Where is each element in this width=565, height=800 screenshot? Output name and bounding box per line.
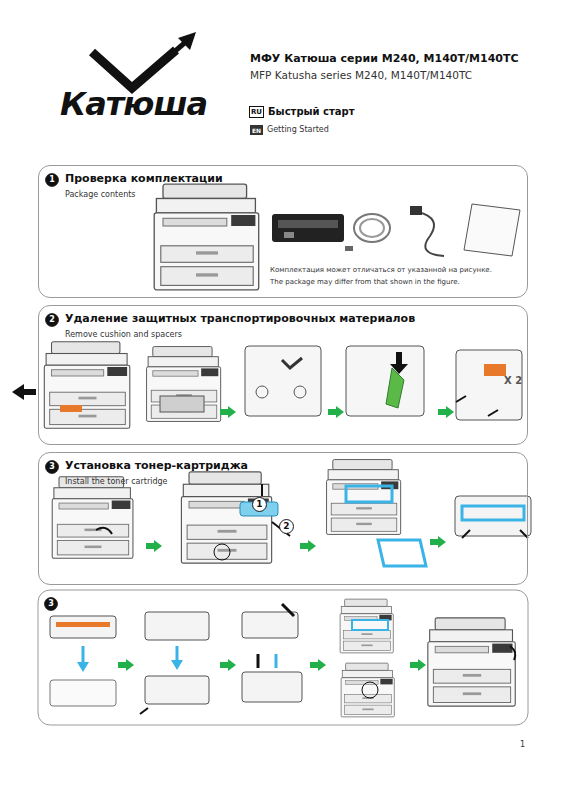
language-tag: EN (250, 125, 263, 135)
logo-mark (92, 32, 196, 88)
number-text: 2 (283, 522, 289, 531)
section-subheading: Remove cushion and spacers (65, 329, 527, 341)
language-code: EN (252, 127, 261, 134)
number-text: 1 (256, 500, 262, 509)
guide-subtitle: Getting Started (267, 125, 329, 134)
section-panel: Удаление защитных транспортировочных мат… (38, 305, 528, 445)
callout-number: 1 (252, 497, 267, 512)
cartridge-install-steps (50, 599, 515, 717)
step-number: 2 (45, 313, 59, 327)
section-heading: Проверка комплектации (65, 172, 527, 186)
quantity-label: X 2 (504, 375, 522, 386)
number-text: 1 (49, 176, 55, 184)
section-subheading: Install the toner cartridge (65, 476, 527, 488)
guide-title: Быстрый старт (268, 106, 355, 117)
subtitle: MFP Katusha series M240, M140T/M140TC (250, 69, 472, 81)
toner-steps (52, 460, 531, 566)
number-text: 3 (48, 600, 54, 608)
number-text: 3 (49, 463, 55, 471)
remove-spacers-steps (12, 342, 522, 428)
language-tag: RU (249, 106, 264, 118)
note-text: The package may differ from that shown i… (270, 278, 460, 286)
logo-text: Катюша (60, 88, 207, 120)
page-number: 1 (520, 740, 525, 749)
package-items (154, 184, 520, 290)
language-code: RU (251, 108, 262, 116)
step-number: 3 (45, 460, 59, 474)
section-panel: Установка тонер-картриджаInstall the ton… (38, 452, 528, 585)
step-number: 3 (44, 597, 58, 611)
number-text: 2 (49, 316, 55, 324)
section-heading: Удаление защитных транспортировочных мат… (65, 312, 527, 326)
callout-number: 2 (279, 519, 294, 534)
step-number: 1 (45, 173, 59, 187)
note-text: Комплектация может отличаться от указанн… (270, 266, 492, 274)
section-subheading: Package contents (65, 189, 527, 201)
page-title: МФУ Катюша серии M240, M140T/M140TC (250, 52, 519, 65)
section-frame (38, 590, 528, 725)
section-heading: Установка тонер-картриджа (65, 459, 527, 473)
